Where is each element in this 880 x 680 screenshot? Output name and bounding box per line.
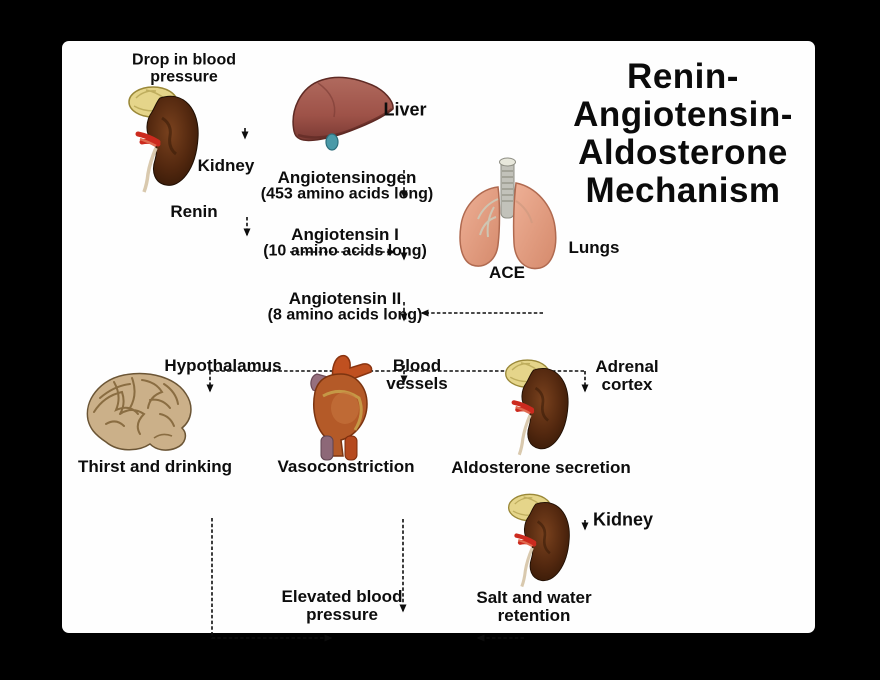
liver-icon: [292, 76, 394, 151]
adrenal-cortex-label-line1: Adrenal: [595, 357, 659, 377]
brain-icon: [86, 372, 192, 451]
kidney-icon: [506, 490, 578, 590]
elevated-bp-label-line2: pressure: [306, 605, 378, 625]
angiotensin2-label: Angiotensin II: [288, 289, 402, 309]
liver-label: Liver: [383, 99, 427, 120]
lungs-label: Lungs: [568, 238, 620, 258]
heart-icon: [310, 354, 373, 461]
diagram-panel: [62, 41, 815, 642]
angiotensin2-detail: (8 amino acids long): [267, 306, 423, 324]
diagram-title-line1: Renin-: [627, 57, 739, 96]
drop-bp-label-line1: Drop in blood: [132, 51, 236, 69]
renin-label: Renin: [170, 202, 218, 222]
kidney-label: Kidney: [197, 156, 255, 176]
adrenal-cortex-label-line2: cortex: [601, 375, 653, 395]
ace-label: ACE: [489, 263, 525, 283]
thirst-label: Thirst and drinking: [78, 457, 232, 477]
angiotensin1-detail: (10 amino acids long): [263, 242, 427, 260]
blood-vessels-label-line1: Blood: [392, 356, 442, 376]
kidney-icon: [126, 84, 208, 194]
salt-water-label-line2: retention: [497, 606, 571, 626]
drop-bp-label-line2: pressure: [150, 68, 218, 86]
blood-vessels-label-line2: vessels: [386, 374, 448, 394]
angiotensinogen-label: Angiotensinogen: [277, 168, 417, 188]
hypothalamus-label: Hypothalamus: [164, 356, 282, 376]
elevated-bp-label-line1: Elevated blood: [281, 587, 403, 607]
diagram-title-line3: Aldosterone: [578, 133, 788, 172]
diagram-title-line4: Mechanism: [585, 171, 781, 210]
angiotensin1-label: Angiotensin I: [291, 225, 399, 245]
kidney2-label: Kidney: [592, 509, 654, 530]
salt-water-label-line1: Salt and water: [476, 588, 592, 608]
vasoconstriction-label: Vasoconstriction: [277, 457, 415, 477]
aldosterone-secretion-label: Aldosterone secretion: [451, 458, 631, 478]
angiotensinogen-detail: (453 amino acids long): [260, 185, 434, 203]
adrenal-kidney-icon: [503, 355, 577, 459]
lungs-icon: [459, 157, 557, 270]
diagram-title-line2: Angiotensin-: [573, 95, 793, 134]
